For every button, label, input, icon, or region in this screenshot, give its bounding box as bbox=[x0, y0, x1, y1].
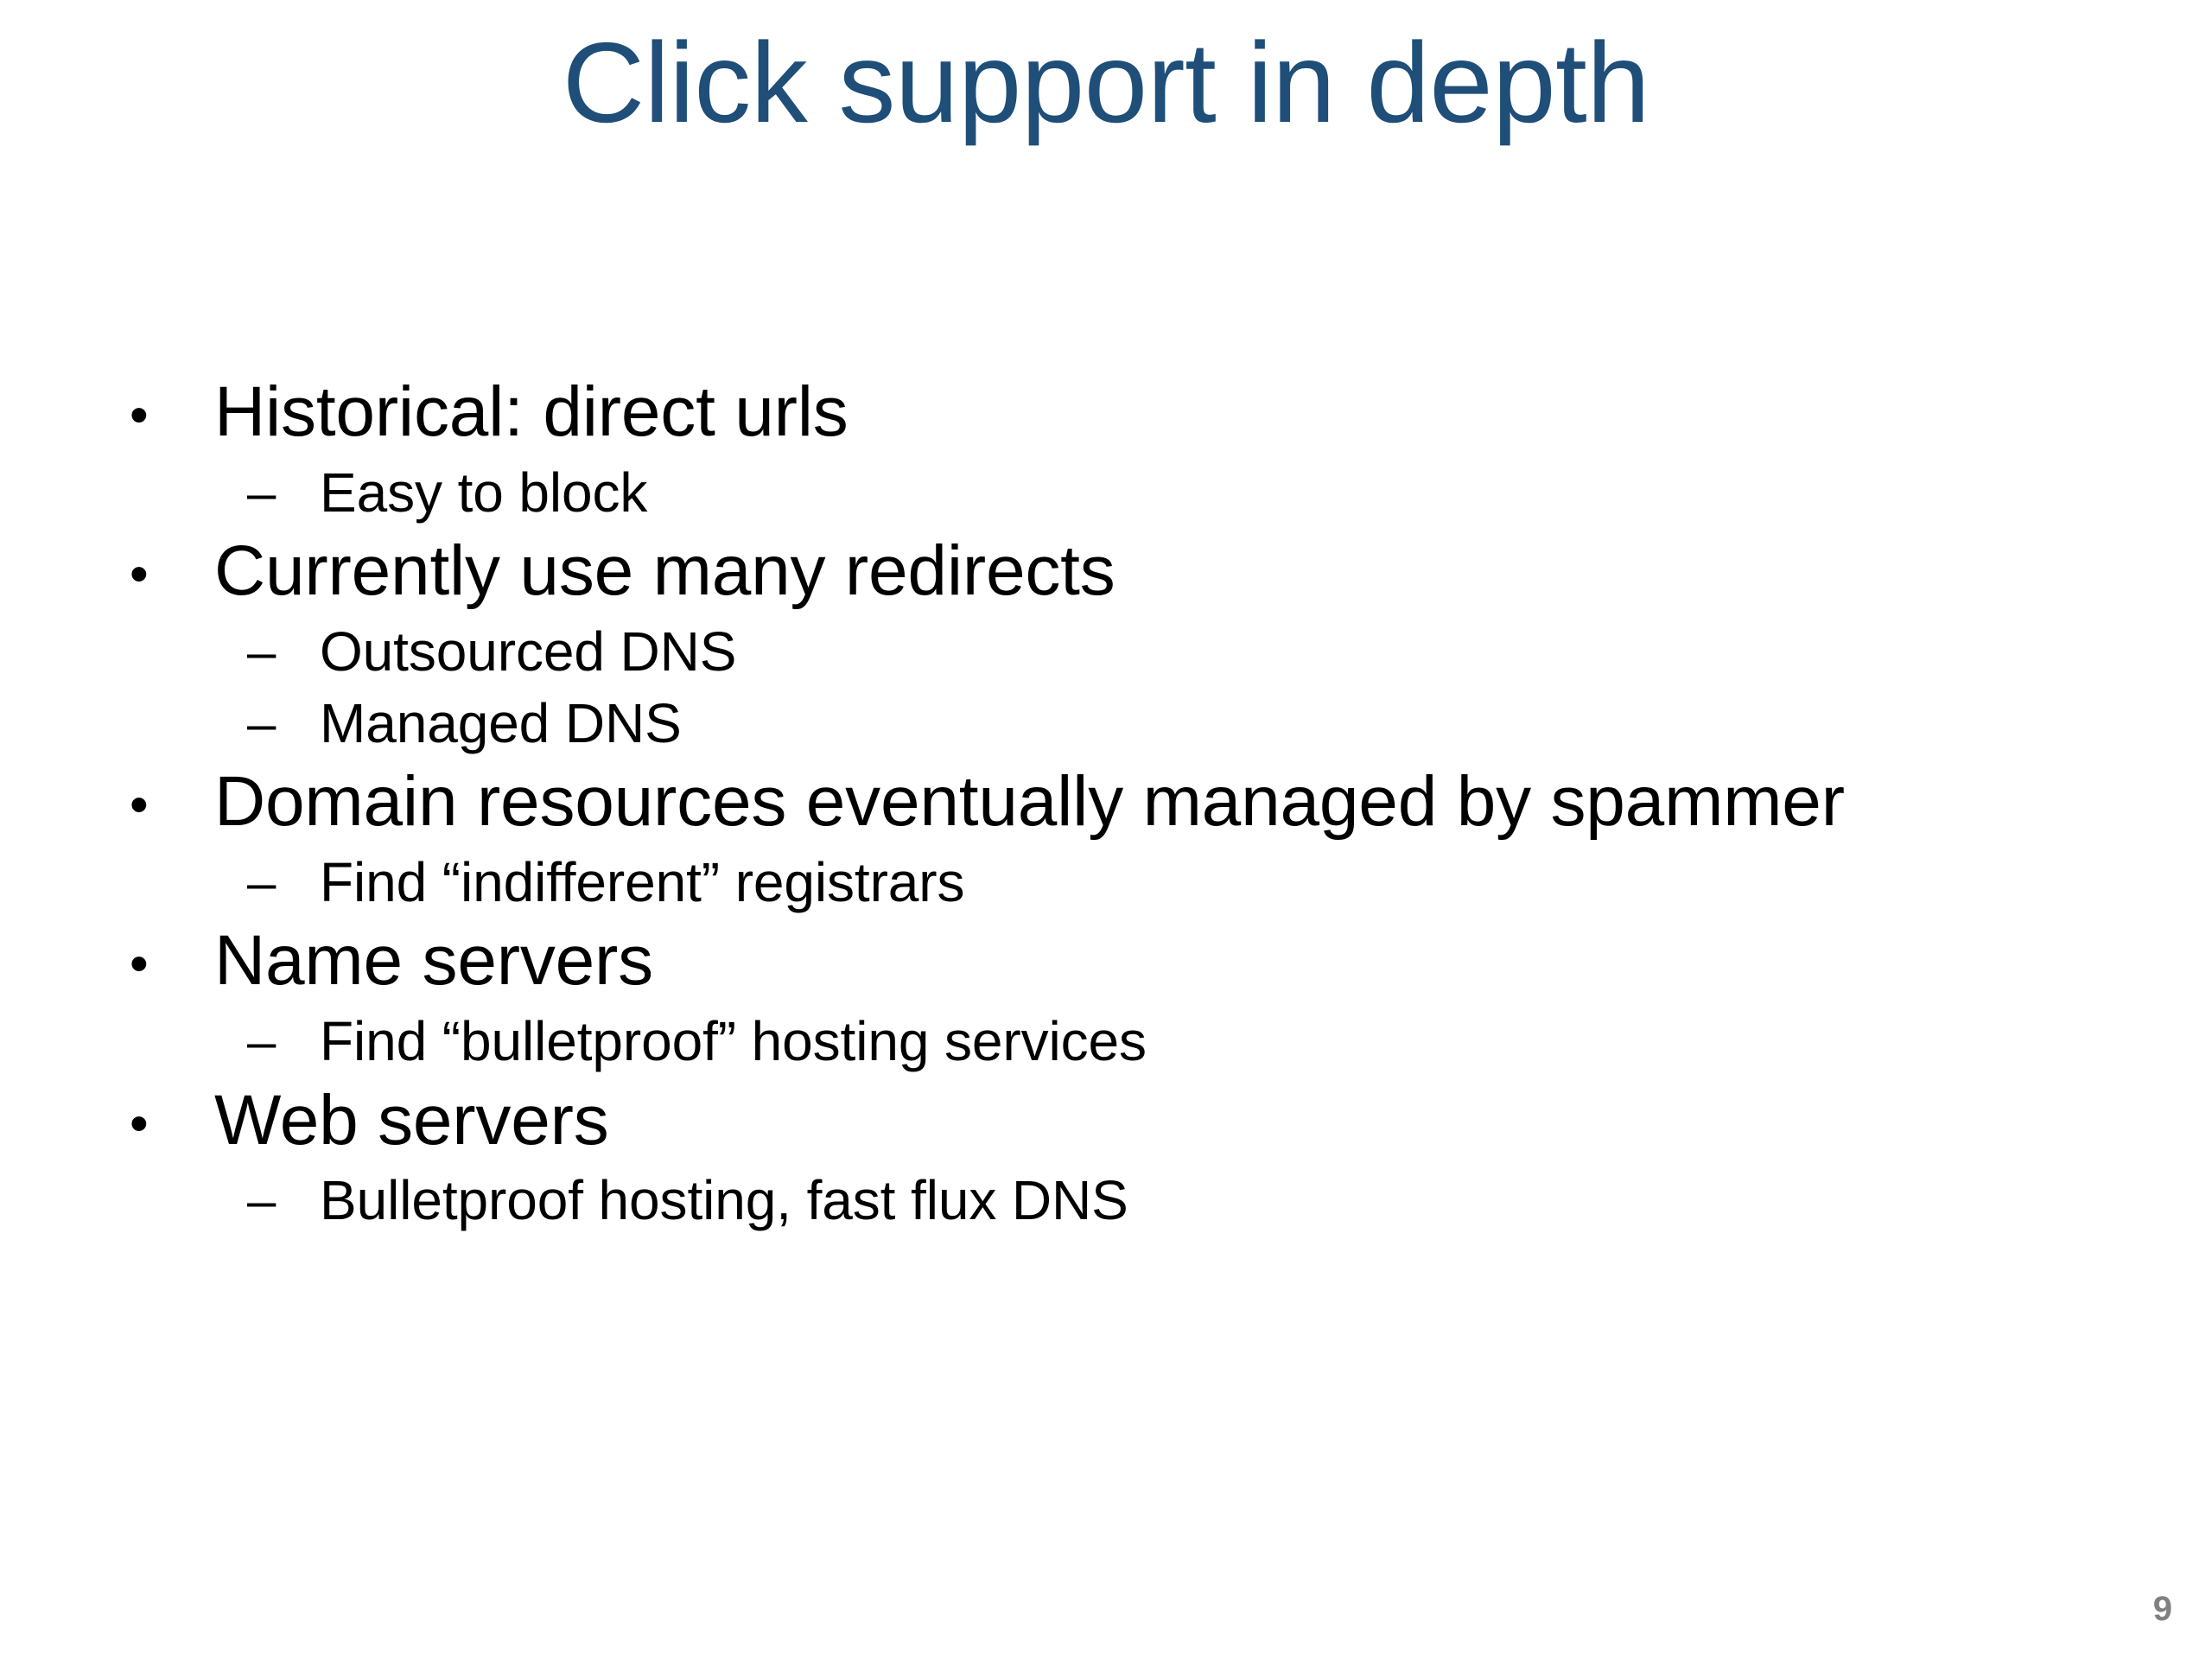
bullet-dot-icon: • bbox=[130, 934, 149, 995]
bullet-level1-label: Historical: direct urls bbox=[214, 372, 849, 451]
bullet-level1: • Domain resources eventually managed by… bbox=[130, 762, 2117, 842]
bullet-level2-label: Managed DNS bbox=[320, 692, 682, 755]
bullet-level1: • Web servers bbox=[130, 1080, 2117, 1160]
bullet-dot-icon: • bbox=[130, 775, 149, 836]
bullet-level2: – Managed DNS bbox=[130, 692, 2117, 755]
bullet-dot-icon: • bbox=[130, 385, 149, 445]
bullet-group: • Name servers – Find “bulletproof” host… bbox=[130, 924, 2117, 1071]
bullet-level2: – Find “indifferent” registrars bbox=[130, 854, 2117, 912]
bullet-level1-label: Web servers bbox=[214, 1080, 609, 1160]
bullet-level2: – Bulletproof hosting, fast flux DNS bbox=[130, 1172, 2117, 1230]
bullet-level2: – Outsourced DNS bbox=[130, 620, 2117, 683]
bullet-level2-label: Bulletproof hosting, fast flux DNS bbox=[320, 1169, 1128, 1232]
bullet-level2-label: Outsourced DNS bbox=[320, 620, 737, 683]
bullet-level2: – Easy to block bbox=[130, 461, 2117, 524]
bullet-group: • Currently use many redirects – Outsour… bbox=[130, 531, 2117, 755]
slide-body-content: • Historical: direct urls – Easy to bloc… bbox=[130, 363, 2117, 1230]
bullet-group: • Domain resources eventually managed by… bbox=[130, 762, 2117, 912]
bullet-level2-label: Easy to block bbox=[320, 461, 648, 524]
bullet-level1: • Currently use many redirects bbox=[130, 531, 2117, 611]
page-title: Click support in depth bbox=[562, 19, 1650, 146]
bullet-dot-icon: • bbox=[130, 544, 149, 605]
bullet-level2: – Find “bulletproof” hosting services bbox=[130, 1013, 2117, 1071]
bullet-level1-label: Name servers bbox=[214, 921, 653, 1001]
bullet-level2-label: Find “bulletproof” hosting services bbox=[320, 1010, 1147, 1073]
bullet-level1: • Historical: direct urls bbox=[130, 372, 2117, 451]
bullet-level1-label: Currently use many redirects bbox=[214, 531, 1116, 611]
bullet-dash-icon: – bbox=[247, 695, 276, 753]
bullet-dash-icon: – bbox=[247, 1172, 276, 1230]
bullet-level1: • Name servers bbox=[130, 924, 2117, 999]
bullet-dash-icon: – bbox=[247, 854, 276, 912]
bullet-group: • Web servers – Bulletproof hosting, fas… bbox=[130, 1080, 2117, 1230]
bullet-dot-icon: • bbox=[130, 1093, 149, 1154]
bullet-group: • Historical: direct urls – Easy to bloc… bbox=[130, 372, 2117, 524]
bullet-level2-label: Find “indifferent” registrars bbox=[320, 851, 965, 914]
page-number: 9 bbox=[2152, 1590, 2172, 1628]
bullet-dash-icon: – bbox=[247, 463, 276, 522]
bullet-dash-icon: – bbox=[247, 623, 276, 681]
bullet-level1-label: Domain resources eventually managed by s… bbox=[214, 762, 1845, 842]
bullet-dash-icon: – bbox=[247, 1013, 276, 1071]
